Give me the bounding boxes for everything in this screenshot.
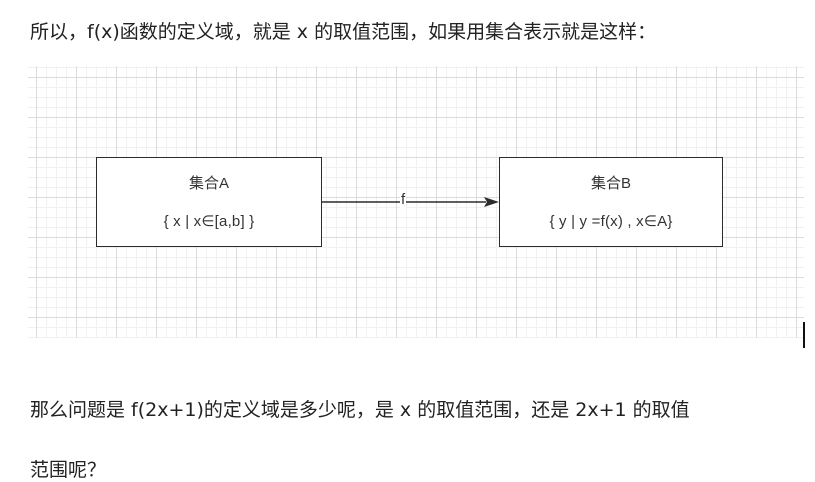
set-b-title: 集合B bbox=[590, 175, 631, 192]
set-a-box: 集合A { x | x∈[a,b] } bbox=[96, 157, 322, 247]
paragraph-question-line-1: 那么问题是 f(2x+1)的定义域是多少呢，是 x 的取值范围，还是 2x+1 … bbox=[30, 399, 690, 421]
set-a-title: 集合A bbox=[188, 175, 229, 192]
mapping-label: f bbox=[400, 191, 407, 209]
paragraph-question-line-2: 范围呢？ bbox=[30, 459, 107, 481]
paragraph-intro: 所以，f(x)函数的定义域，就是 x 的取值范围，如果用集合表示就是这样： bbox=[30, 21, 657, 43]
set-b-box: 集合B { y | y =f(x) , x∈A} bbox=[499, 157, 723, 247]
text-cursor bbox=[803, 322, 805, 348]
set-mapping-diagram: 集合A { x | x∈[a,b] } f 集合B { y | y =f(x) … bbox=[28, 66, 804, 338]
set-a-expression: { x | x∈[a,b] } bbox=[163, 213, 255, 230]
set-b-expression: { y | y =f(x) , x∈A} bbox=[549, 213, 673, 230]
mapping-arrow-head bbox=[484, 197, 499, 207]
mapping-arrow bbox=[322, 197, 499, 207]
